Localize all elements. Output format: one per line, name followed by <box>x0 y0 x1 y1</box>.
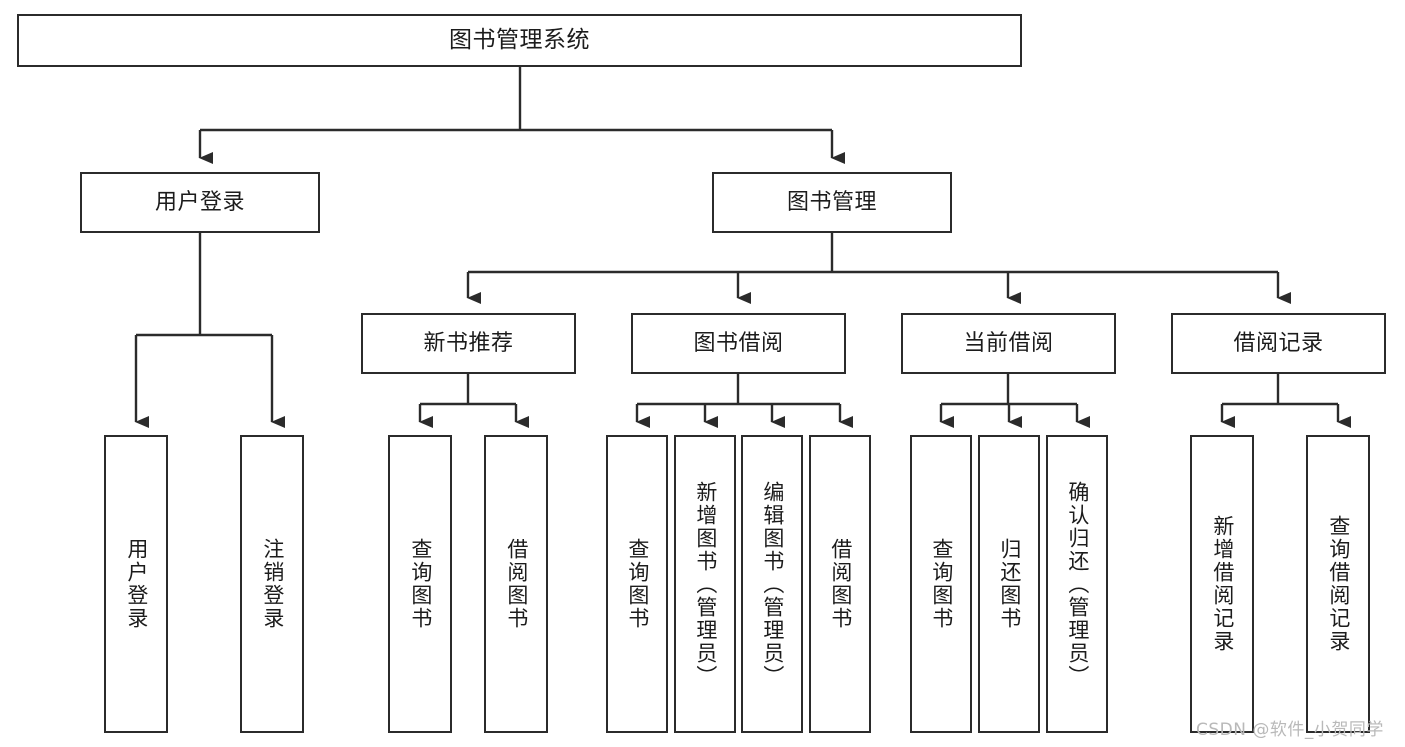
node-leaf-query-book-2[interactable]: 查询图书 <box>606 435 668 733</box>
node-user-login-label: 用户登录 <box>154 189 245 215</box>
node-book-borrow[interactable]: 图书借阅 <box>631 313 846 374</box>
node-leaf-query-book-1[interactable]: 查询图书 <box>388 435 452 733</box>
node-leaf-return-book[interactable]: 归还图书 <box>978 435 1040 733</box>
node-leaf-query-book-1-label: 查询图书 <box>408 538 433 630</box>
node-leaf-confirm-return-label: 确认归还（管理员） <box>1065 480 1090 688</box>
node-leaf-query-book-3[interactable]: 查询图书 <box>910 435 972 733</box>
node-leaf-confirm-return[interactable]: 确认归还（管理员） <box>1046 435 1108 733</box>
node-leaf-borrow-book-2[interactable]: 借阅图书 <box>809 435 871 733</box>
csdn-watermark: CSDN @软件_小贺同学 <box>1196 715 1384 740</box>
node-leaf-borrow-book-2-label: 借阅图书 <box>828 538 853 630</box>
node-leaf-logout-label: 注销登录 <box>260 538 285 630</box>
node-leaf-query-record-label: 查询借阅记录 <box>1326 515 1351 653</box>
node-book-manage[interactable]: 图书管理 <box>712 172 952 233</box>
node-borrow-record-label: 借阅记录 <box>1233 330 1324 356</box>
node-leaf-user-login[interactable]: 用户登录 <box>104 435 168 733</box>
node-leaf-add-book[interactable]: 新增图书（管理员） <box>674 435 736 733</box>
node-new-book-rec-label: 新书推荐 <box>423 330 514 356</box>
node-root-label: 图书管理系统 <box>449 26 590 53</box>
node-borrow-record[interactable]: 借阅记录 <box>1171 313 1386 374</box>
node-book-manage-label: 图书管理 <box>786 189 877 215</box>
node-current-borrow[interactable]: 当前借阅 <box>901 313 1116 374</box>
node-leaf-add-book-label: 新增图书（管理员） <box>693 480 718 688</box>
node-new-book-rec[interactable]: 新书推荐 <box>361 313 576 374</box>
node-leaf-borrow-book-1-label: 借阅图书 <box>504 538 529 630</box>
node-leaf-edit-book[interactable]: 编辑图书（管理员） <box>741 435 803 733</box>
node-leaf-edit-book-label: 编辑图书（管理员） <box>760 480 785 688</box>
node-leaf-borrow-book-1[interactable]: 借阅图书 <box>484 435 548 733</box>
node-leaf-query-book-3-label: 查询图书 <box>929 538 954 630</box>
node-leaf-add-record-label: 新增借阅记录 <box>1210 515 1235 653</box>
node-user-login[interactable]: 用户登录 <box>80 172 320 233</box>
node-leaf-logout[interactable]: 注销登录 <box>240 435 304 733</box>
node-leaf-user-login-label: 用户登录 <box>124 538 149 630</box>
node-root[interactable]: 图书管理系统 <box>17 14 1022 67</box>
csdn-watermark-text: CSDN @软件_小贺同学 <box>1196 720 1384 740</box>
node-leaf-query-book-2-label: 查询图书 <box>625 538 650 630</box>
node-current-borrow-label: 当前借阅 <box>963 330 1054 356</box>
node-book-borrow-label: 图书借阅 <box>693 330 784 356</box>
node-leaf-query-record[interactable]: 查询借阅记录 <box>1306 435 1370 733</box>
node-leaf-add-record[interactable]: 新增借阅记录 <box>1190 435 1254 733</box>
node-leaf-return-book-label: 归还图书 <box>997 538 1022 630</box>
